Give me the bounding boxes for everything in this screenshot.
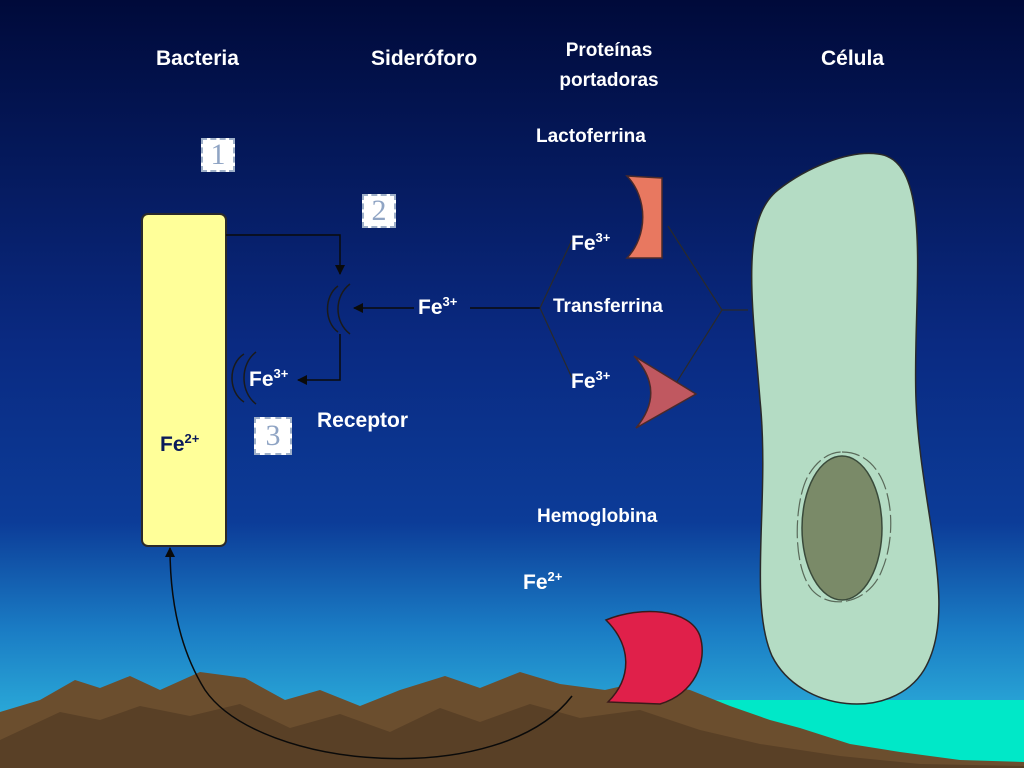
receptor-shape xyxy=(231,351,257,405)
fe-symbol: Fe xyxy=(523,571,548,594)
iron-return-arrow xyxy=(165,547,573,760)
lactoferrin-label: Lactoferrina xyxy=(536,126,646,147)
fe3-lactoferrin: Fe3+ xyxy=(571,230,611,256)
fe-charge: 3+ xyxy=(442,294,458,309)
siderophore-shape xyxy=(326,283,351,335)
step-3-badge: 3 xyxy=(254,417,292,455)
carrier-proteins-line-2: portadoras xyxy=(559,70,659,91)
hemoglobin-label: Hemoglobina xyxy=(537,506,658,527)
fe3-siderophore: Fe3+ xyxy=(418,294,458,320)
fe-charge: 3+ xyxy=(595,230,611,245)
fe-charge: 2+ xyxy=(184,431,200,446)
lactoferrin-shape xyxy=(625,175,663,259)
carrier-proteins-label: Proteínas portadoras xyxy=(544,36,674,96)
carrier-branch-lines xyxy=(539,225,748,397)
fe-charge: 2+ xyxy=(547,569,563,584)
fe-symbol: Fe xyxy=(571,232,596,255)
cell-label: Célula xyxy=(821,47,885,70)
fe-symbol: Fe xyxy=(571,370,596,393)
fe3-transferrin: Fe3+ xyxy=(571,368,611,394)
mountain-shading xyxy=(0,704,1024,768)
fe3-receptor: Fe3+ xyxy=(249,366,289,392)
transferrin-shape xyxy=(633,355,698,429)
fe-symbol: Fe xyxy=(249,368,274,391)
fe-symbol: Fe xyxy=(160,433,185,456)
hemoglobin-shape xyxy=(604,610,703,705)
transferrin-label: Transferrina xyxy=(553,296,663,317)
receptor-label: Receptor xyxy=(317,409,409,432)
nucleus xyxy=(801,455,883,601)
siderophore-label: Sideróforo xyxy=(371,47,478,70)
nucleus-membrane xyxy=(796,451,892,603)
fe-charge: 3+ xyxy=(595,368,611,383)
carrier-proteins-line-1: Proteínas xyxy=(565,40,653,61)
step-1-badge: 1 xyxy=(201,138,235,172)
bacteria-body xyxy=(141,213,227,547)
bacteria-label: Bacteria xyxy=(156,47,239,70)
fe2-bacteria: Fe2+ xyxy=(160,431,200,457)
siderophore-return-line xyxy=(297,334,341,385)
fe-charge: 3+ xyxy=(273,366,289,381)
host-cell xyxy=(750,152,940,705)
fe2-hemoglobin: Fe2+ xyxy=(523,569,563,595)
step-2-badge: 2 xyxy=(362,194,396,228)
fe-symbol: Fe xyxy=(418,296,443,319)
siderophore-release-line xyxy=(226,234,345,275)
